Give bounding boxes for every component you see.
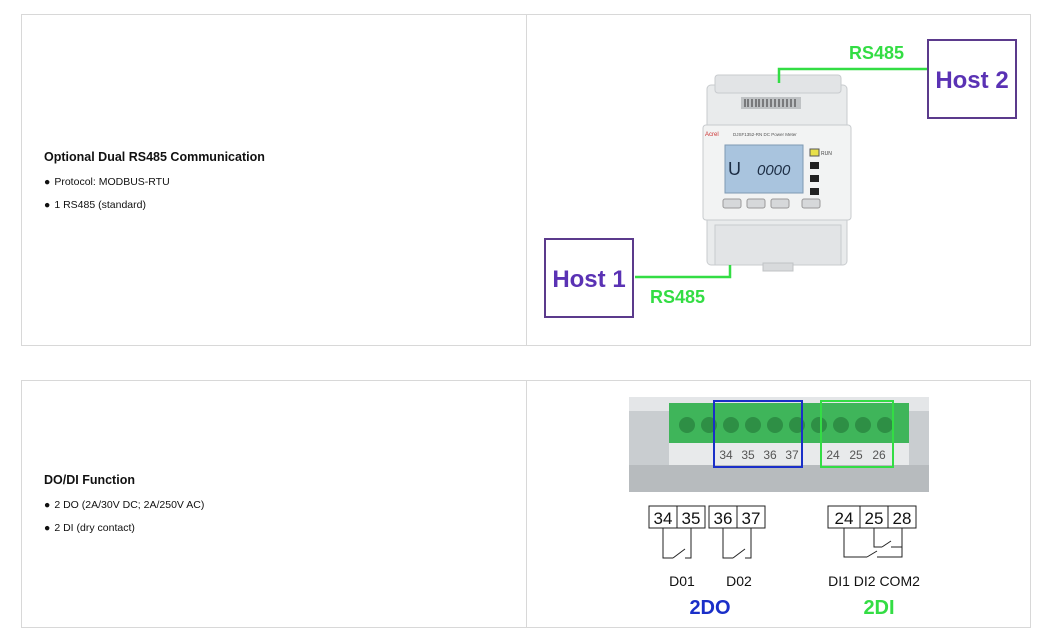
svg-text:35: 35 [741, 448, 755, 462]
feature-image-column: 34 35 36 37 24 25 26 34 35 36 37 [527, 381, 1030, 627]
status-led [810, 162, 819, 169]
lcd-unit: U [728, 159, 741, 179]
feature-bullet: ●2 DI (dry contact) [44, 522, 135, 534]
di-terminal-boxes [827, 505, 917, 529]
feature-title: Optional Dual RS485 Communication [44, 150, 265, 164]
do-di-wiring-diagram: 34 35 36 37 24 25 26 34 35 36 37 [629, 397, 929, 619]
meter-button[interactable] [746, 198, 766, 209]
svg-text:35: 35 [682, 509, 701, 528]
terminal-block-photo [629, 397, 929, 492]
device-model-label: DJSF1352-RN DC Power Meter [733, 132, 797, 137]
brand-label: Acrel [705, 132, 719, 138]
rs485-wires [635, 67, 928, 279]
rs485-label-bottom: RS485 [650, 287, 705, 307]
di-terminal-numbers: 24 25 28 [835, 509, 912, 528]
feature-panel-rs485: Optional Dual RS485 Communication ●Proto… [21, 14, 1031, 346]
di-labels: DI1 DI2 COM2 [828, 573, 920, 589]
svg-text:36: 36 [714, 509, 733, 528]
host-1-label: Host 1 [552, 266, 625, 293]
rs485-wiring-diagram: Acrel DJSF1352-RN DC Power Meter U 0000 … [544, 39, 1017, 318]
di-contacts [843, 528, 903, 558]
svg-text:37: 37 [785, 448, 799, 462]
meter-button[interactable] [722, 198, 742, 209]
run-led-label: RUN [821, 151, 832, 157]
feature-text-column: DO/DI Function ●2 DO (2A/30V DC; 2A/250V… [22, 381, 527, 627]
feature-description: Optional Dual RS485 Communication ●Proto… [44, 150, 514, 222]
feature-description: DO/DI Function ●2 DO (2A/30V DC; 2A/250V… [44, 473, 514, 545]
host-2-box: Host 2 [927, 39, 1017, 119]
svg-text:24: 24 [835, 509, 854, 528]
photo-di-terminal-labels: 24 25 26 [826, 448, 886, 462]
do-relay-contacts [662, 528, 752, 559]
svg-text:36: 36 [763, 448, 777, 462]
feature-bullet: ●1 RS485 (standard) [44, 199, 146, 211]
status-led [810, 188, 819, 195]
status-led [810, 175, 819, 182]
power-meter-device: Acrel DJSF1352-RN DC Power Meter U 0000 … [702, 74, 852, 272]
do-group-label: 2DO [689, 597, 730, 619]
host-1-box: Host 1 [544, 238, 634, 318]
do-terminal-boxes [648, 505, 766, 529]
rs485-label-top: RS485 [849, 43, 904, 63]
feature-text-column: Optional Dual RS485 Communication ●Proto… [22, 15, 527, 345]
meter-button[interactable] [770, 198, 790, 209]
di-group-label: 2DI [863, 597, 894, 619]
svg-text:25: 25 [865, 509, 884, 528]
svg-text:34: 34 [719, 448, 733, 462]
svg-text:34: 34 [654, 509, 673, 528]
svg-text:37: 37 [742, 509, 761, 528]
run-led [809, 148, 820, 157]
meter-button[interactable] [801, 198, 821, 209]
host-2-label: Host 2 [935, 67, 1008, 94]
svg-text:26: 26 [872, 448, 886, 462]
svg-text:24: 24 [826, 448, 840, 462]
feature-bullet: ●Protocol: MODBUS-RTU [44, 176, 170, 188]
lcd-value: 0000 [757, 162, 791, 179]
feature-panel-do-di: DO/DI Function ●2 DO (2A/30V DC; 2A/250V… [21, 380, 1031, 628]
do-terminal-numbers: 34 35 36 37 [654, 509, 761, 528]
svg-text:25: 25 [849, 448, 863, 462]
photo-do-terminal-labels: 34 35 36 37 [719, 448, 799, 462]
lcd-display [724, 144, 804, 194]
do1-label: D01 [669, 573, 695, 589]
svg-text:28: 28 [893, 509, 912, 528]
do2-label: D02 [726, 573, 752, 589]
feature-title: DO/DI Function [44, 473, 135, 487]
feature-image-column: Acrel DJSF1352-RN DC Power Meter U 0000 … [527, 15, 1030, 345]
feature-bullet: ●2 DO (2A/30V DC; 2A/250V AC) [44, 499, 205, 511]
